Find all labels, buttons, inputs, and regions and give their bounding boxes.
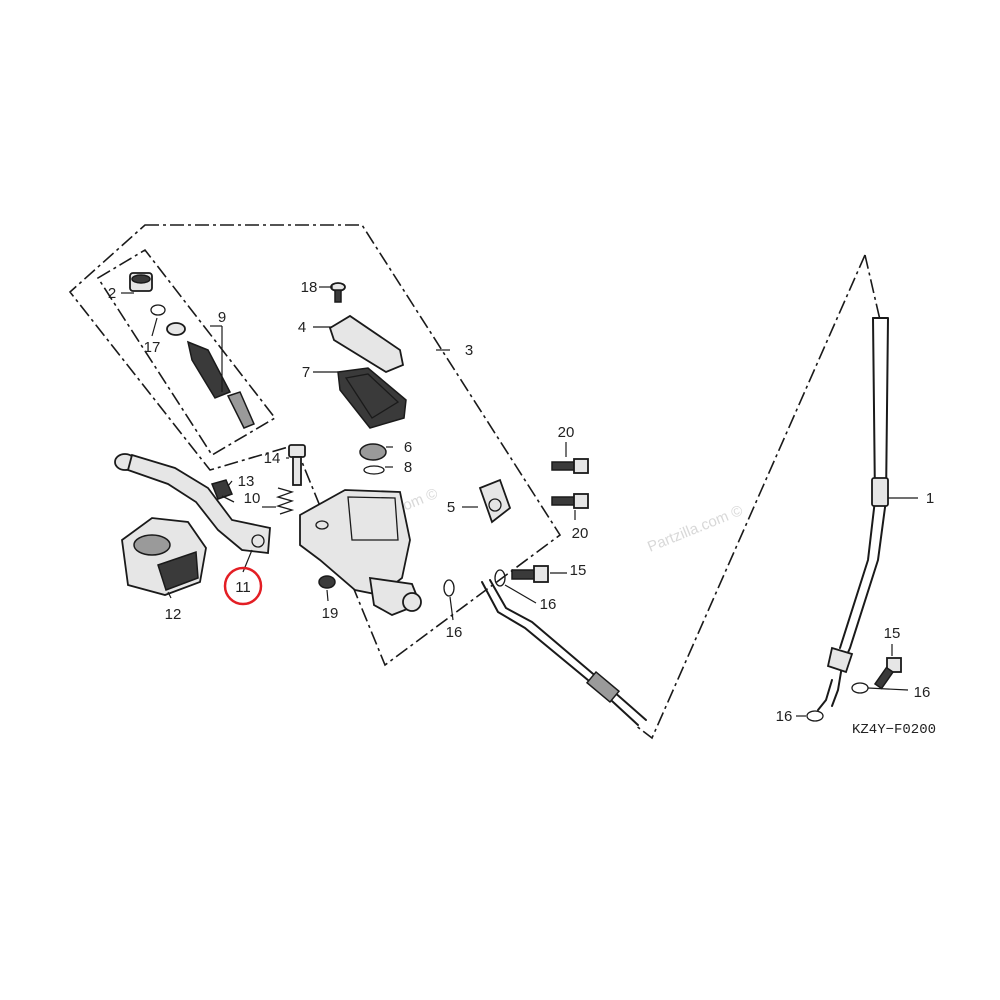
callout-20: 20 bbox=[558, 424, 575, 441]
callout-8: 8 bbox=[404, 459, 412, 476]
callout-11: 11 bbox=[235, 579, 251, 596]
holder-icon bbox=[478, 478, 512, 524]
cap-screw-icon bbox=[330, 282, 346, 303]
holder-bolt-icon bbox=[551, 458, 589, 474]
oil-bolt-icon bbox=[511, 565, 549, 583]
leader-lines bbox=[121, 286, 918, 717]
callout-9: 9 bbox=[218, 309, 226, 326]
piston-kit-icon bbox=[96, 248, 277, 457]
float-icon bbox=[359, 443, 387, 461]
callout-19: 19 bbox=[322, 605, 339, 622]
callout-4: 4 bbox=[298, 319, 306, 336]
master-cylinder-assembly-outline bbox=[68, 224, 562, 667]
callout-17: 17 bbox=[144, 339, 161, 356]
callout-3: 3 bbox=[465, 342, 473, 359]
pivot-bolt-icon bbox=[288, 444, 306, 486]
callout-5: 5 bbox=[447, 499, 455, 516]
cap-icon bbox=[318, 575, 336, 589]
callout-15: 15 bbox=[570, 562, 587, 579]
callout-16: 16 bbox=[776, 708, 793, 725]
callout-20: 20 bbox=[572, 525, 589, 542]
brake-lever-icon bbox=[114, 453, 271, 555]
hose-routing-line bbox=[634, 254, 866, 740]
callout-15: 15 bbox=[884, 625, 901, 642]
callouts: 1 2 3 4 5 6 7 8 9 10 11 12 13 14 15 15 1… bbox=[108, 279, 934, 725]
callout-1: 1 bbox=[926, 490, 934, 507]
lever-bolt-icon bbox=[210, 479, 235, 503]
assembly-outlines bbox=[68, 224, 881, 740]
hose-routing-line bbox=[864, 254, 881, 321]
oil-bolt-icon bbox=[873, 657, 902, 690]
brake-hose-icon bbox=[481, 317, 889, 726]
sealing-washer-icon bbox=[851, 682, 869, 694]
watermark-text: Partzilla.com © bbox=[645, 502, 745, 556]
diaphragm-icon bbox=[337, 367, 407, 429]
ring-icon bbox=[363, 465, 385, 475]
sealing-washer-icon bbox=[494, 569, 506, 587]
callout-2: 2 bbox=[108, 285, 116, 302]
highlight-circle bbox=[223, 566, 263, 606]
callout-12: 12 bbox=[165, 606, 182, 623]
callout-7: 7 bbox=[302, 364, 310, 381]
callout-16: 16 bbox=[446, 624, 463, 641]
holder-bolt-icon bbox=[551, 493, 589, 509]
callout-16: 16 bbox=[540, 596, 557, 613]
callout-14: 14 bbox=[264, 450, 281, 467]
callout-6: 6 bbox=[404, 439, 412, 456]
lever-holder-icon bbox=[121, 517, 207, 596]
spring-icon bbox=[275, 487, 295, 515]
callout-10: 10 bbox=[244, 490, 261, 507]
diagram-reference-code: KZ4Y−F0200 bbox=[852, 722, 936, 738]
callout-16: 16 bbox=[914, 684, 931, 701]
reservoir-cap-icon bbox=[328, 314, 405, 374]
sealing-washer-icon bbox=[806, 710, 824, 722]
master-cylinder-icon bbox=[299, 489, 422, 616]
callout-18: 18 bbox=[301, 279, 318, 296]
sealing-washer-icon bbox=[443, 579, 455, 597]
callout-13: 13 bbox=[238, 473, 255, 490]
